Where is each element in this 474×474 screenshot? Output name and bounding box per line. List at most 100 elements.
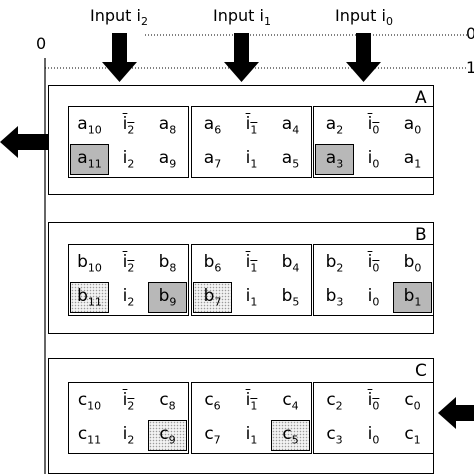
cell-subscript: 1 xyxy=(250,261,258,275)
cell-text: b6 xyxy=(204,252,222,274)
cell-symbol: b xyxy=(158,286,170,307)
cell-subscript: 2 xyxy=(127,433,135,447)
cell-text: c2 xyxy=(326,390,342,412)
input-arrow-right xyxy=(438,397,474,429)
register-cell: a3 xyxy=(315,144,354,175)
input-arrow-i2 xyxy=(102,33,137,82)
cell-symbol: a xyxy=(77,148,88,169)
cell-symbol: i xyxy=(367,252,373,273)
register-cell: a2 xyxy=(315,110,354,141)
cell-symbol: i xyxy=(122,148,128,169)
negated-input-cell: i2 xyxy=(109,110,148,141)
cell-text: b2 xyxy=(326,252,344,274)
input-cell: i1 xyxy=(232,282,271,313)
cell-subscript: 4 xyxy=(291,399,299,413)
cell-symbol: b xyxy=(203,252,215,273)
cell-subscript: 5 xyxy=(291,433,299,447)
cell-symbol: i xyxy=(245,252,251,273)
cell-symbol: c xyxy=(282,424,292,445)
cell-symbol: c xyxy=(282,390,292,411)
cell-text: c5 xyxy=(282,424,298,446)
cell-text: a10 xyxy=(77,114,101,136)
cell-symbol: c xyxy=(77,390,88,411)
register-cell: a9 xyxy=(148,144,187,175)
cell-text: c6 xyxy=(204,390,220,412)
cell-text: a5 xyxy=(282,148,299,170)
negated-input-cell: i1 xyxy=(232,110,271,141)
cell-subscript: 0 xyxy=(372,295,380,309)
cell-symbol: i xyxy=(122,114,128,135)
cell-text: i2 xyxy=(123,286,135,308)
cell-symbol: a xyxy=(158,148,170,169)
cell-text: c10 xyxy=(78,390,101,412)
register-cell: a8 xyxy=(148,110,187,141)
cell-symbol: i xyxy=(367,286,373,307)
cell-subscript: 0 xyxy=(413,399,421,413)
cell-symbol: i xyxy=(122,252,128,273)
cell-symbol: c xyxy=(204,424,214,445)
cell-text: i1 xyxy=(246,424,258,446)
cell-text: i2 xyxy=(123,424,135,446)
cell-text: c1 xyxy=(404,424,420,446)
cell-text: b0 xyxy=(404,252,422,274)
cell-subscript: 0 xyxy=(372,433,380,447)
cell-subscript: 11 xyxy=(87,433,102,447)
cell-subscript: 0 xyxy=(372,399,380,413)
cell-symbol: b xyxy=(281,252,293,273)
input-cell: i1 xyxy=(232,420,271,451)
register-cell: c2 xyxy=(315,386,354,417)
cell-subscript: 4 xyxy=(292,123,300,137)
register-cell: c0 xyxy=(393,386,432,417)
register-cell: a4 xyxy=(271,110,310,141)
cell-text: a6 xyxy=(204,114,221,136)
cell-symbol: i xyxy=(245,148,251,169)
register-cell: c8 xyxy=(148,386,187,417)
register-cell: c9 xyxy=(148,420,187,451)
cell-text: i2 xyxy=(123,252,135,274)
register-cell: c6 xyxy=(193,386,232,417)
register-cell: b3 xyxy=(315,282,354,313)
cell-text: b5 xyxy=(282,286,300,308)
cell-subscript: 6 xyxy=(214,123,222,137)
axis-right-top-label: 0 xyxy=(466,24,474,43)
cell-symbol: i xyxy=(245,424,251,445)
cell-symbol: c xyxy=(77,424,88,445)
cell-subscript: 0 xyxy=(372,123,380,137)
cell-symbol: i xyxy=(122,390,128,411)
register-cell: c4 xyxy=(271,386,310,417)
cell-text: a4 xyxy=(282,114,299,136)
negated-input-cell: i2 xyxy=(109,386,148,417)
cell-subscript: 10 xyxy=(87,399,102,413)
cell-text: c0 xyxy=(404,390,420,412)
cell-symbol: a xyxy=(281,148,293,169)
cell-text: b4 xyxy=(282,252,300,274)
register-cell: b1 xyxy=(393,282,432,313)
cell-text: a0 xyxy=(404,114,421,136)
cell-text: a9 xyxy=(159,148,176,170)
cell-subscript: 2 xyxy=(127,399,135,413)
register-cell: c10 xyxy=(70,386,109,417)
register-cell: a0 xyxy=(393,110,432,141)
cell-text: a11 xyxy=(77,148,101,170)
cell-symbol: c xyxy=(326,390,336,411)
cell-symbol: c xyxy=(159,424,169,445)
cell-subscript: 2 xyxy=(336,123,344,137)
cell-subscript: 2 xyxy=(127,157,135,171)
cell-text: c7 xyxy=(204,424,220,446)
cell-text: i1 xyxy=(246,114,258,136)
cell-subscript: 6 xyxy=(213,399,221,413)
cell-subscript: 1 xyxy=(250,433,258,447)
cell-symbol: b xyxy=(281,286,293,307)
cell-text: a3 xyxy=(326,148,343,170)
output-arrow-left xyxy=(0,126,48,158)
cell-subscript: 7 xyxy=(214,295,222,309)
cell-subscript: 1 xyxy=(250,123,258,137)
cell-text: b3 xyxy=(326,286,344,308)
cell-text: i0 xyxy=(368,114,380,136)
cell-text: b1 xyxy=(404,286,422,308)
